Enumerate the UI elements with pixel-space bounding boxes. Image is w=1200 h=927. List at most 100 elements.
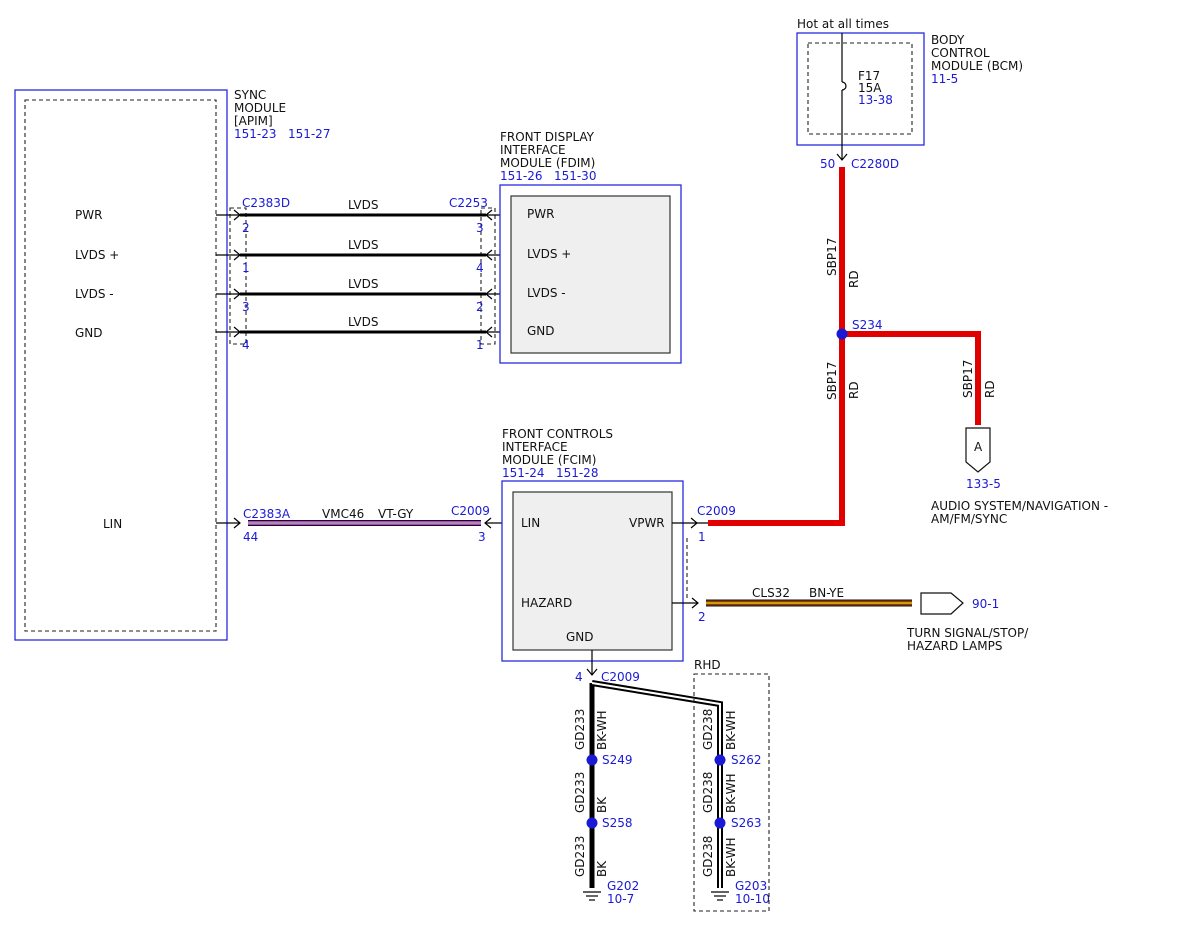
fdim-body — [510, 195, 671, 354]
apim-dashed-border — [24, 99, 217, 632]
bcm-dashed-border — [807, 42, 913, 135]
splice-s263-label: S263 — [731, 816, 762, 830]
ground-symbol-icon — [711, 891, 729, 901]
apim-ref: 151-23 151-27 — [234, 127, 330, 141]
body-control-module[interactable]: Hot at all times BODY CONTROL MODULE (BC… — [796, 17, 1023, 171]
hazard-wire-group: CLS32 BN-YE 2 90-1 TURN SIGNAL/STOP/ HAZ… — [672, 586, 1029, 653]
audio-ref: 133-5 — [966, 477, 1001, 491]
fcim-pin-gnd: GND — [566, 630, 594, 644]
apim-name-line2: MODULE — [234, 101, 286, 115]
fcim-pin-vpwr: VPWR — [629, 516, 665, 530]
g203-label: G203 — [735, 879, 767, 893]
apim-lvds-pin: 3 — [242, 300, 250, 314]
fcim-pin-hazard: HAZARD — [521, 596, 572, 610]
splice-s234-label: S234 — [852, 318, 883, 332]
lvds-wire-label: LVDS — [348, 277, 378, 291]
hazard-label-line2: HAZARD LAMPS — [907, 639, 1002, 653]
splice-s262[interactable] — [714, 754, 726, 766]
bcm-name-line2: CONTROL — [931, 46, 990, 60]
connector-arrow — [586, 668, 598, 676]
power-wire-sbp17-main[interactable] — [708, 167, 845, 526]
fcim-name-line3: MODULE (FCIM) — [502, 453, 596, 467]
fuse-amps: 15A — [858, 81, 882, 95]
c2253-label: C2253 — [449, 196, 488, 210]
sbp17-audio-color: RD — [983, 380, 997, 398]
fdim-lvds-pin: 3 — [476, 221, 484, 235]
ground-wires: 4 C2009 S249 S258 GD233 BK-WH GD233 BK G… — [573, 650, 770, 912]
c2383d-connector-outline — [229, 207, 247, 345]
apim-lvds-pin: 2 — [242, 221, 250, 235]
apim-lvds-pin: 1 — [242, 261, 250, 275]
splice-s263[interactable] — [714, 817, 726, 829]
power-wire-sbp17-audio[interactable] — [842, 331, 981, 425]
apim-pin-gnd: GND — [75, 326, 103, 340]
sync-module-apim[interactable]: SYNC MODULE [APIM] 151-23 151-27 PWR LVD… — [14, 88, 330, 641]
audio-system-connector[interactable]: A 133-5 AUDIO SYSTEM/NAVIGATION - AM/FM/… — [931, 427, 1108, 526]
apim-outline — [14, 89, 228, 641]
fdim-name-line1: FRONT DISPLAY — [500, 130, 595, 144]
connector-arrow — [233, 517, 241, 529]
front-controls-interface-module[interactable]: FRONT CONTROLS INTERFACE MODULE (FCIM) 1… — [501, 427, 684, 662]
hazard-color: BN-YE — [809, 586, 844, 600]
c2009-label-vpwr: C2009 — [697, 504, 736, 518]
bcm-name-line3: MODULE (BCM) — [931, 59, 1023, 73]
lvds-wires: C2383D C2253 LVDS 2 3 LVDS 1 4 LVDS 3 2 — [216, 196, 512, 352]
g202-ref: 10-7 — [607, 892, 634, 906]
c2280d-label: C2280D — [851, 157, 899, 171]
audio-connector-letter: A — [974, 440, 983, 454]
gd233-circuit-1: GD233 — [573, 709, 587, 750]
fuse-name: F17 — [858, 69, 880, 83]
gd238-color-2: BK-WH — [724, 773, 738, 813]
sbp17-upper-circuit: SBP17 — [825, 238, 839, 276]
fcim-body — [512, 491, 673, 651]
splice-s249[interactable] — [586, 754, 598, 766]
apim-name-line1: SYNC — [234, 88, 266, 102]
sbp17-audio-circuit: SBP17 — [961, 360, 975, 398]
apim-pin-lvds-plus: LVDS + — [75, 248, 119, 262]
gd238-circuit-1: GD238 — [701, 709, 715, 750]
ground-pin: 4 — [575, 670, 583, 684]
fdim-name-line3: MODULE (FDIM) — [500, 156, 595, 170]
gd233-color-2: BK — [595, 796, 609, 813]
lin-color: VT-GY — [378, 507, 414, 521]
gd233-circuit-3: GD233 — [573, 836, 587, 877]
fuse-ref: 13-38 — [858, 93, 893, 107]
gd233-color-1: BK-WH — [595, 710, 609, 750]
connector-arrow — [836, 153, 848, 161]
lin-circuit: VMC46 — [322, 507, 364, 521]
splice-s234[interactable] — [836, 328, 848, 340]
fuse-icon — [841, 81, 847, 91]
apim-lvds-pin: 4 — [242, 338, 250, 352]
c2009-label-lin: C2009 — [451, 504, 490, 518]
bcm-pin: 50 — [820, 157, 835, 171]
gd238-color-3: BK-WH — [724, 837, 738, 877]
fdim-pin-lvds-plus: LVDS + — [527, 247, 571, 261]
splice-s262-label: S262 — [731, 753, 762, 767]
rhd-option-box — [693, 673, 770, 912]
fdim-lvds-pin: 2 — [476, 300, 484, 314]
fcim-lin-pin: 3 — [478, 530, 486, 544]
hazard-ref: 90-1 — [972, 597, 999, 611]
sbp17-lower-color: RD — [847, 381, 861, 399]
fcim-name-line2: INTERFACE — [502, 440, 568, 454]
ground-symbol-icon — [583, 891, 601, 901]
fdim-name-line2: INTERFACE — [500, 143, 566, 157]
gd233-color-3: BK — [595, 860, 609, 877]
rhd-label: RHD — [694, 658, 721, 672]
fcim-ref: 151-24 151-28 — [502, 466, 598, 480]
c2253-connector-outline — [480, 207, 496, 345]
front-display-interface-module[interactable]: FRONT DISPLAY INTERFACE MODULE (FDIM) 15… — [499, 130, 682, 364]
splice-s258[interactable] — [586, 817, 598, 829]
gd238-circuit-2: GD238 — [701, 772, 715, 813]
lin-wire-group: C2383A VMC46 VT-GY C2009 44 3 — [216, 504, 514, 544]
connector-arrow-icon[interactable] — [920, 592, 964, 615]
hazard-circuit: CLS32 — [752, 586, 790, 600]
apim-pin-lvds-minus: LVDS - — [75, 287, 114, 301]
hot-at-all-times-label: Hot at all times — [797, 17, 889, 31]
g203-ref: 10-10 — [735, 892, 770, 906]
fdim-pin-pwr: PWR — [527, 207, 554, 221]
lvds-wire-label: LVDS — [348, 238, 378, 252]
hazard-label-line1: TURN SIGNAL/STOP/ — [906, 626, 1029, 640]
fdim-pin-gnd: GND — [527, 324, 555, 338]
fcim-name-line1: FRONT CONTROLS — [502, 427, 613, 441]
